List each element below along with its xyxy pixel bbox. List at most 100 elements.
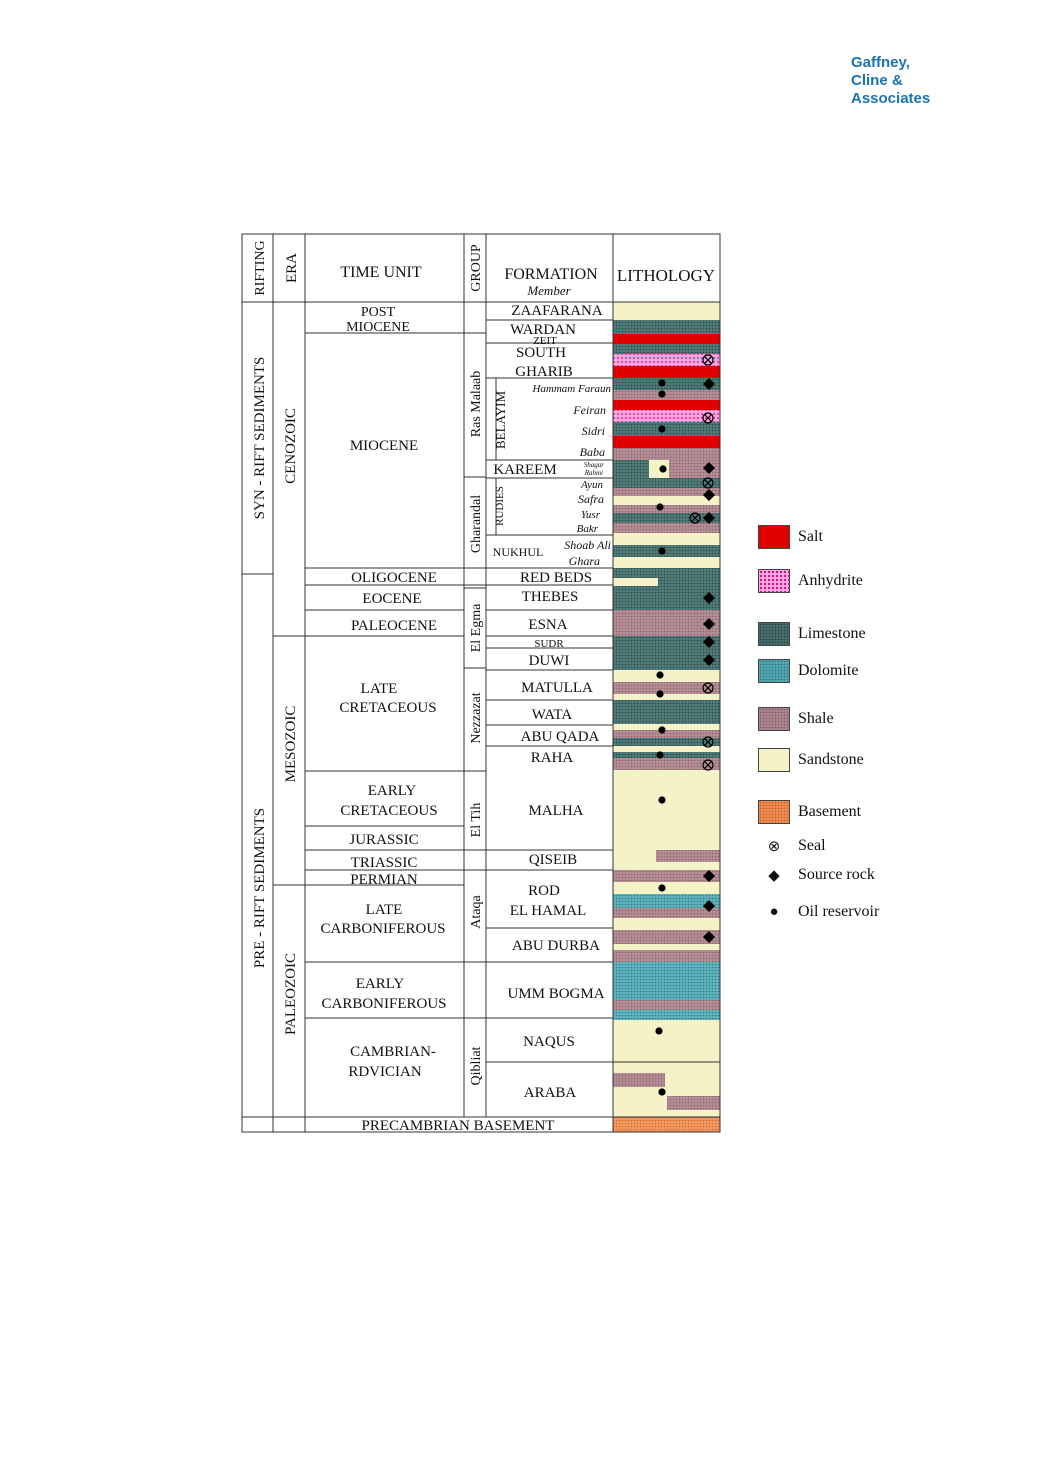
group-el-egma: El Egma bbox=[469, 603, 484, 652]
formation-gharib: GHARIB bbox=[515, 364, 573, 380]
header-lithology: LITHOLOGY bbox=[617, 266, 715, 285]
source-rock-icon bbox=[703, 618, 715, 630]
formation-thebes: THEBES bbox=[522, 589, 579, 605]
header-member: Member bbox=[526, 283, 571, 298]
seal-icon-cross bbox=[691, 514, 699, 522]
legend-item-oil-reservoir: ● Oil reservoir bbox=[758, 900, 879, 924]
time-unit-eocene: EOCENE bbox=[362, 591, 421, 607]
header-rifting: RIFTING bbox=[253, 240, 268, 295]
formation-naqus: NAQUS bbox=[523, 1034, 575, 1050]
formation-sudr: SUDR bbox=[534, 638, 564, 650]
time-unit-cambrian-1: CAMBRIAN- bbox=[350, 1044, 436, 1060]
seal-icon-cross bbox=[704, 684, 712, 692]
oil-reservoir-icon bbox=[656, 751, 664, 759]
time-unit-late-cretaceous-2: CRETACEOUS bbox=[339, 700, 436, 716]
seal-icon bbox=[689, 512, 701, 524]
formation-raha: RAHA bbox=[531, 750, 574, 766]
legend-item-source-rock: ◆Source rock bbox=[758, 863, 875, 887]
legend-label-basement: Basement bbox=[798, 803, 862, 820]
basement-swatch bbox=[758, 800, 790, 824]
subgroup-rudies: RUDIES bbox=[494, 486, 506, 526]
time-unit-paleocene: PALEOCENE bbox=[351, 618, 437, 634]
member-rahmi: Rahmi bbox=[584, 469, 603, 477]
group-el-tih: El Tih bbox=[469, 803, 484, 838]
formation-duwi: DUWI bbox=[529, 653, 570, 669]
legend-item-seal: ⊗Seal bbox=[758, 834, 826, 858]
member-shoab-ali: Shoab Ali bbox=[564, 538, 611, 552]
member-ghara: Ghara bbox=[569, 554, 600, 568]
legend-item-dolomite: Dolomite bbox=[758, 659, 858, 683]
member-hammam-faraun: Hammam Faraun bbox=[531, 383, 611, 395]
source-rock-icon bbox=[703, 870, 715, 882]
rifting-column: SYN - RIFT SEDIMENTS PRE - RIFT SEDIMENT… bbox=[252, 357, 268, 968]
source-rock-icon bbox=[703, 462, 715, 474]
rifting-syn: SYN - RIFT SEDIMENTS bbox=[252, 357, 268, 520]
member-labels: Hammam Faraun Feiran Sidri Baba Shagar R… bbox=[531, 383, 611, 568]
legend-item-salt: Salt bbox=[758, 525, 823, 549]
subgroup-belayim: BELAYIM bbox=[493, 391, 508, 449]
formation-malha: MALHA bbox=[529, 803, 584, 819]
formation-araba: ARABA bbox=[524, 1085, 577, 1101]
source-rock-icon bbox=[703, 636, 715, 648]
source-rock-icon bbox=[703, 378, 715, 390]
member-ayun: Ayun bbox=[580, 479, 603, 491]
legend-label-source-rock: Source rock bbox=[798, 866, 875, 883]
time-unit-late-carboniferous-1: LATE bbox=[366, 902, 403, 918]
header-group: GROUP bbox=[469, 244, 484, 292]
oil-reservoir-icon bbox=[658, 1088, 666, 1096]
logo-line-2: Cline & bbox=[851, 72, 903, 89]
legend-item-anhydrite: Anhydrite bbox=[758, 569, 863, 593]
oil-reservoir-icon bbox=[658, 390, 666, 398]
sandstone-swatch bbox=[758, 748, 790, 772]
era-paleozoic: PALEOZOIC bbox=[283, 953, 299, 1035]
legend-label-sandstone: Sandstone bbox=[798, 751, 864, 768]
oil-reservoir-icon bbox=[658, 379, 666, 387]
legend-item-sandstone: Sandstone bbox=[758, 748, 864, 772]
source-rock-icon bbox=[703, 931, 715, 943]
member-baba: Baba bbox=[580, 445, 605, 459]
rifting-pre: PRE - RIFT SEDIMENTS bbox=[252, 808, 268, 968]
formation-nukhul: NUKHUL bbox=[493, 545, 544, 559]
formation-matulla: MATULLA bbox=[521, 680, 593, 696]
source-rock-icon bbox=[703, 900, 715, 912]
group-gharandal: Gharandal bbox=[469, 495, 484, 553]
lithology-column bbox=[613, 302, 720, 1132]
source-rock-icon bbox=[703, 489, 715, 501]
legend-label-oil-reservoir: Oil reservoir bbox=[798, 903, 880, 920]
table-header: RIFTING ERA TIME UNIT GROUP FORMATION Me… bbox=[253, 240, 715, 298]
oil-reservoir-icon bbox=[656, 671, 664, 679]
seal-icon-cross bbox=[704, 356, 712, 364]
time-unit-early-cretaceous-2: CRETACEOUS bbox=[340, 803, 437, 819]
header-time-unit: TIME UNIT bbox=[340, 264, 422, 281]
source-rock-icon bbox=[703, 512, 715, 524]
source-rock-icon bbox=[703, 592, 715, 604]
time-unit-early-cretaceous-1: EARLY bbox=[368, 783, 417, 799]
time-unit-post-miocene-1: POST bbox=[361, 305, 396, 320]
time-unit-early-carboniferous-2: CARBONIFEROUS bbox=[321, 996, 446, 1012]
formation-abu-durba: ABU DURBA bbox=[512, 938, 600, 954]
seal-icon-cross bbox=[704, 738, 712, 746]
header-formation: FORMATION bbox=[504, 266, 598, 283]
group-nezzazat: Nezzazat bbox=[469, 692, 484, 743]
seal-icon bbox=[702, 477, 714, 489]
legend-label-anhydrite: Anhydrite bbox=[798, 572, 863, 589]
group-ras-malaab: Ras Malaab bbox=[469, 371, 484, 437]
legend-label-seal: Seal bbox=[798, 837, 826, 854]
header-era: ERA bbox=[284, 253, 300, 283]
oil-reservoir-icon: ● bbox=[769, 903, 779, 920]
seal-icon-cross bbox=[704, 414, 712, 422]
oil-reservoir-icon bbox=[658, 884, 666, 892]
formation-zaafarana: ZAAFARANA bbox=[511, 303, 603, 319]
member-sidri: Sidri bbox=[582, 424, 605, 438]
salt-swatch bbox=[758, 525, 790, 549]
member-bakr: Bakr bbox=[577, 523, 599, 535]
time-unit-triassic: TRIASSIC bbox=[351, 855, 418, 871]
formation-el-hamal: EL HAMAL bbox=[510, 903, 587, 919]
era-column: CENOZOIC MESOZOIC PALEOZOIC bbox=[283, 408, 299, 1035]
formation-umm-bogma: UMM BOGMA bbox=[507, 986, 604, 1002]
lithology-markers bbox=[649, 354, 715, 1096]
member-yusr: Yusr bbox=[581, 509, 601, 521]
shale-swatch bbox=[758, 707, 790, 731]
oil-reservoir-icon bbox=[658, 796, 666, 804]
